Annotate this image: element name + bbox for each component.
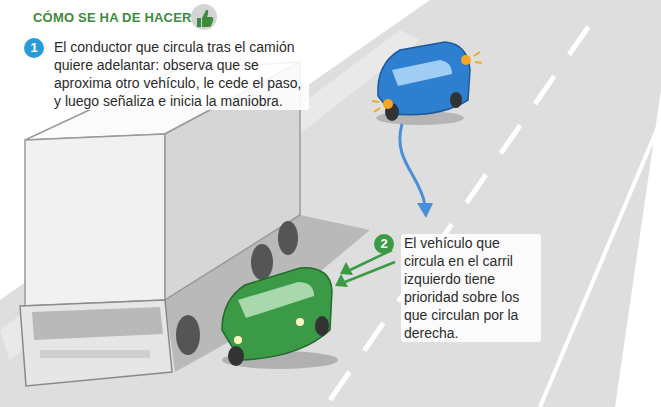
thumbs-up-icon [191,4,217,30]
blue-car [372,42,482,125]
lane-change-arrow [400,124,425,205]
callout-text: El conductor que circula tras el camión … [51,38,309,110]
lane-edge [540,120,661,407]
callout-number: 2 [374,234,394,254]
title: CÓMO SE HA DE HACER [33,10,192,25]
arrow-head [340,262,353,275]
callout: 2 El vehículo que circula en el carril iz… [374,234,541,342]
callout-text: El vehículo que circula en el carril izq… [401,234,541,342]
arrow-head [417,203,433,218]
callout-number: 1 [24,38,44,58]
motion-arrows [345,250,395,282]
lane-marking [330,10,600,400]
callout: 1 El conductor que circula tras el camión… [24,38,309,110]
arrow-head [335,274,348,287]
green-car [222,268,338,369]
